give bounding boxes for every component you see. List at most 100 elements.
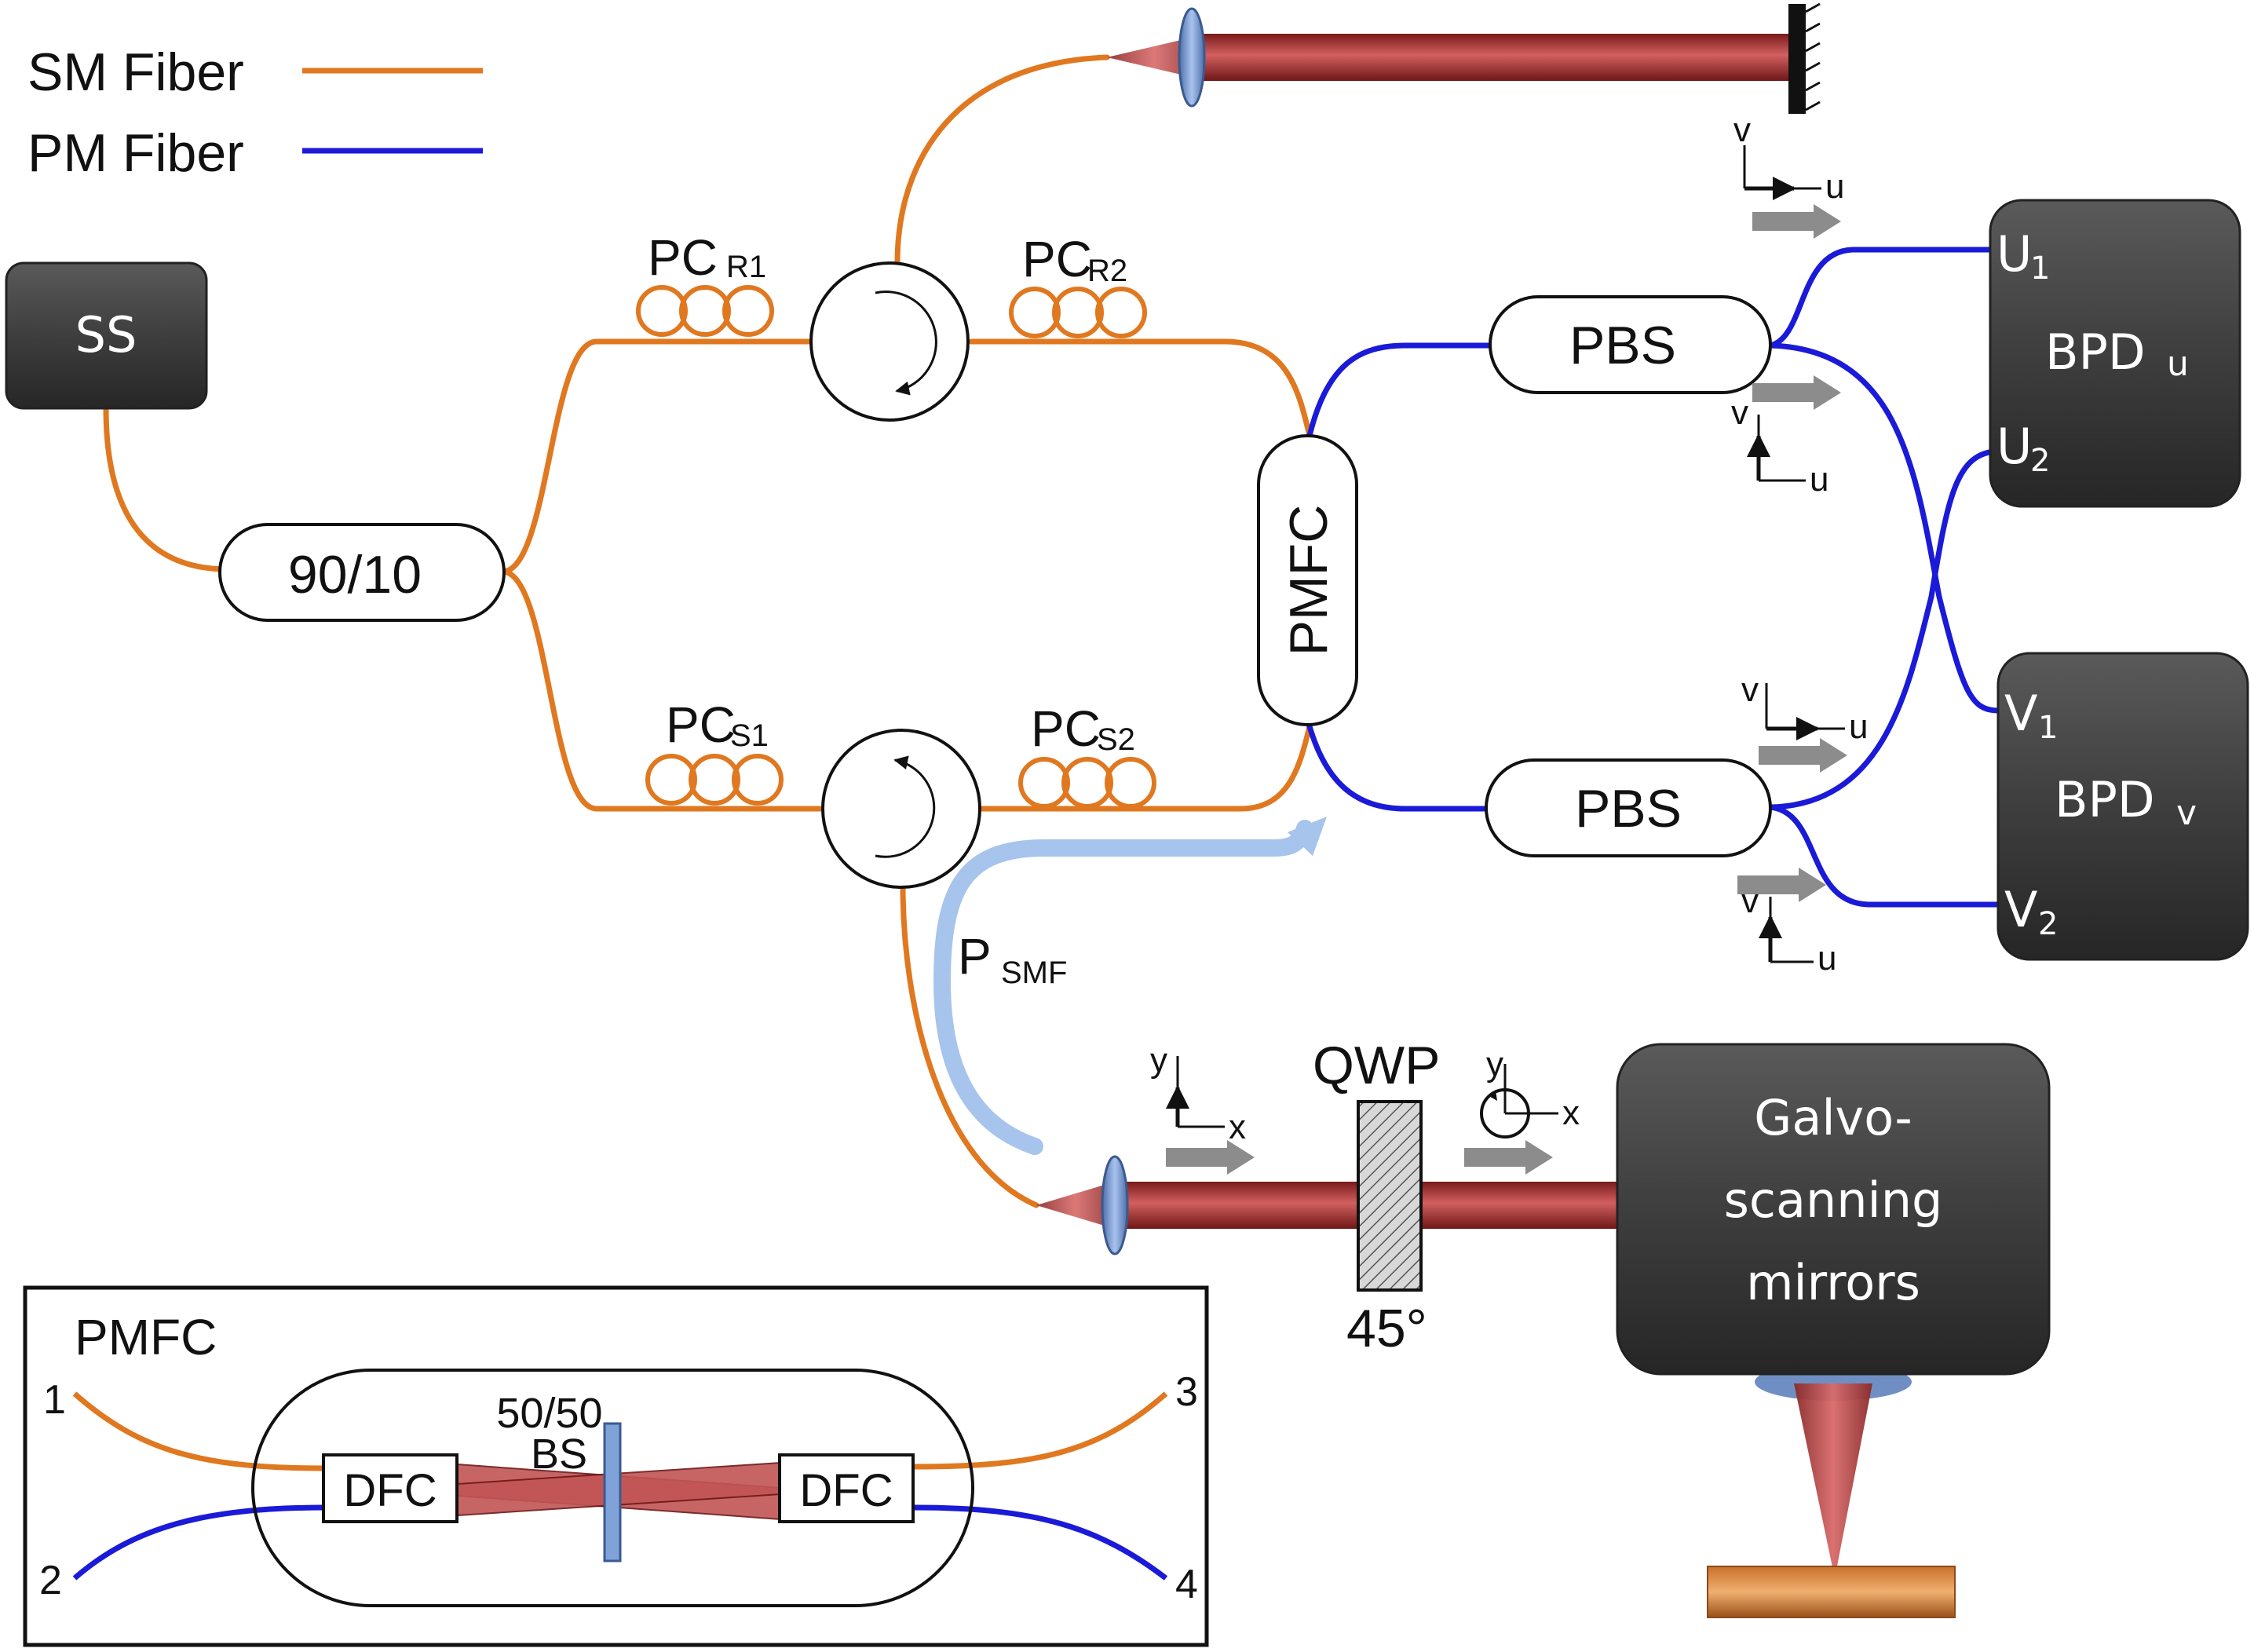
inset-fiber-4: [914, 1504, 1168, 1581]
pbs-top: PBS: [1489, 295, 1772, 394]
psmf-arrow: P SMF: [933, 817, 1327, 1155]
pmfc-inset: PMFC DFC DFC 50/50 BS 1 2 3 4: [23, 1285, 1209, 1647]
pc-r2: PC R2: [1009, 231, 1147, 338]
inset-enclosure: [251, 1369, 974, 1607]
inset-title: PMFC: [75, 1309, 217, 1365]
bpd-v: BPD v V 1 V 2: [1996, 652, 2249, 961]
inset-dfc-left: [322, 1453, 458, 1523]
pc-r2-main: PC: [1022, 231, 1092, 287]
psmf-main: P: [958, 928, 992, 985]
fiber-pbs-top-to-u1: [1767, 247, 1993, 349]
pbs-bottom-label: PBS: [1575, 779, 1682, 839]
svg-text:u: u: [1817, 939, 1836, 978]
reference-arm: [1107, 2, 1821, 114]
inset-port-3: 3: [1175, 1369, 1198, 1415]
svg-text:y: y: [1150, 1041, 1167, 1080]
pc-s1-sub: S1: [730, 718, 769, 753]
svg-text:y: y: [1486, 1045, 1503, 1084]
pol-indicator-v2: v u: [1737, 868, 1836, 978]
svg-text:x: x: [1229, 1108, 1246, 1146]
fiber-pbs-top-to-v1: [1767, 342, 2001, 714]
u1-main: U: [1996, 225, 2032, 283]
reference-lens: [1178, 7, 1206, 108]
pc-s2-sub: S2: [1097, 722, 1135, 757]
svg-text:x: x: [1562, 1094, 1580, 1132]
svg-text:v: v: [1741, 671, 1759, 709]
reference-mirror: [1788, 4, 1806, 114]
inset-port-2: 2: [39, 1558, 62, 1603]
galvo-line1: Galvo-: [1754, 1089, 1912, 1146]
legend-sm-label: SM Fiber: [27, 42, 244, 102]
fiber-s-circ-to-sample: [900, 883, 1039, 1208]
inset-port-1: 1: [43, 1377, 66, 1423]
inset-fiber-2: [72, 1504, 327, 1581]
fiber-r-circ-to-reference: [894, 54, 1110, 266]
inset-fiber-1: [72, 1391, 327, 1471]
pc-r1: PC R1: [636, 229, 774, 337]
fiber-pbs-bottom-to-u2: [1767, 448, 1997, 810]
legend: SM Fiber PM Fiber: [27, 42, 483, 183]
u2-main: U: [1996, 418, 2032, 475]
galvo-line2: scanning: [1724, 1171, 1943, 1229]
galvo-scanner: Galvo- scanning mirrors: [1616, 1043, 2051, 1618]
psmf-sub: SMF: [1001, 956, 1067, 990]
fiber-coupler-to-s-circ: [499, 568, 826, 812]
v1-main: V: [2004, 685, 2037, 742]
bpd-v-sub: v: [2176, 793, 2197, 833]
inset-port-4: 4: [1175, 1562, 1198, 1607]
sample-collimator-lens: [1101, 1155, 1129, 1255]
bpd-u: BPD u U 1 U 2: [1989, 199, 2241, 508]
pc-r1-sub: R1: [726, 250, 766, 284]
svg-text:v: v: [1731, 393, 1748, 432]
qwp-angle: 45°: [1346, 1299, 1427, 1358]
sm-fibers: [103, 54, 1313, 1208]
focused-beam: [1794, 1383, 1872, 1578]
legend-pm-label: PM Fiber: [27, 123, 244, 183]
inset-beam-splitter: [603, 1422, 622, 1562]
coupler-90-10: 90/10: [218, 523, 506, 622]
pol-indicator-u1: v u: [1733, 111, 1844, 239]
reference-mirror-hatch: [1805, 2, 1821, 111]
pmfc-label: PMFC: [1279, 505, 1339, 656]
sample: [1707, 1566, 1956, 1618]
svg-text:DFC: DFC: [799, 1465, 893, 1516]
v2-sub: 2: [2038, 906, 2058, 942]
fiber-pmfc-to-pbs-top: [1306, 342, 1495, 439]
fiber-ss-to-coupler: [103, 405, 231, 572]
svg-text:v: v: [1741, 882, 1759, 920]
inset-fiber-3: [914, 1391, 1168, 1470]
v2-main: V: [2004, 881, 2037, 938]
svg-text:50/50: 50/50: [496, 1390, 602, 1437]
pbs-top-label: PBS: [1569, 316, 1676, 375]
svg-text:BS: BS: [531, 1431, 587, 1478]
pc-r1-main: PC: [648, 229, 718, 286]
u1-sub: 1: [2030, 250, 2050, 287]
qwp-plate: [1357, 1100, 1423, 1292]
pm-fibers: [1306, 247, 2001, 908]
swept-source: SS: [5, 261, 208, 410]
fiber-pmfc-to-pbs-bottom: [1306, 723, 1495, 812]
pc-r2-sub: R2: [1087, 254, 1127, 288]
pc-s2: PC S2: [1018, 700, 1156, 809]
circulator-reference: [809, 261, 970, 422]
pc-s1-main: PC: [666, 696, 736, 753]
v1-sub: 1: [2038, 710, 2058, 746]
pol-indicator-v1: v u: [1741, 671, 1868, 773]
bpd-u-main: BPD: [2045, 323, 2146, 381]
coupler-label: 90/10: [288, 545, 422, 605]
svg-text:DFC: DFC: [343, 1465, 437, 1516]
fiber-pbs-bottom-to-v2: [1767, 804, 2001, 908]
fiber-s-circ-to-pmfc: [978, 723, 1313, 812]
pc-s1: PC S1: [645, 696, 784, 806]
inset-dfc-right: [778, 1453, 915, 1523]
bpd-u-sub: u: [2167, 344, 2189, 384]
reference-beam: [1201, 34, 1798, 81]
galvo-line3: mirrors: [1746, 1254, 1920, 1311]
svg-text:u: u: [1810, 460, 1828, 499]
svg-text:u: u: [1849, 707, 1868, 746]
swept-source-label: SS: [75, 306, 137, 364]
svg-text:u: u: [1825, 167, 1844, 206]
circulator-sample: [821, 729, 981, 889]
fiber-r-circ-to-pmfc: [968, 338, 1313, 439]
